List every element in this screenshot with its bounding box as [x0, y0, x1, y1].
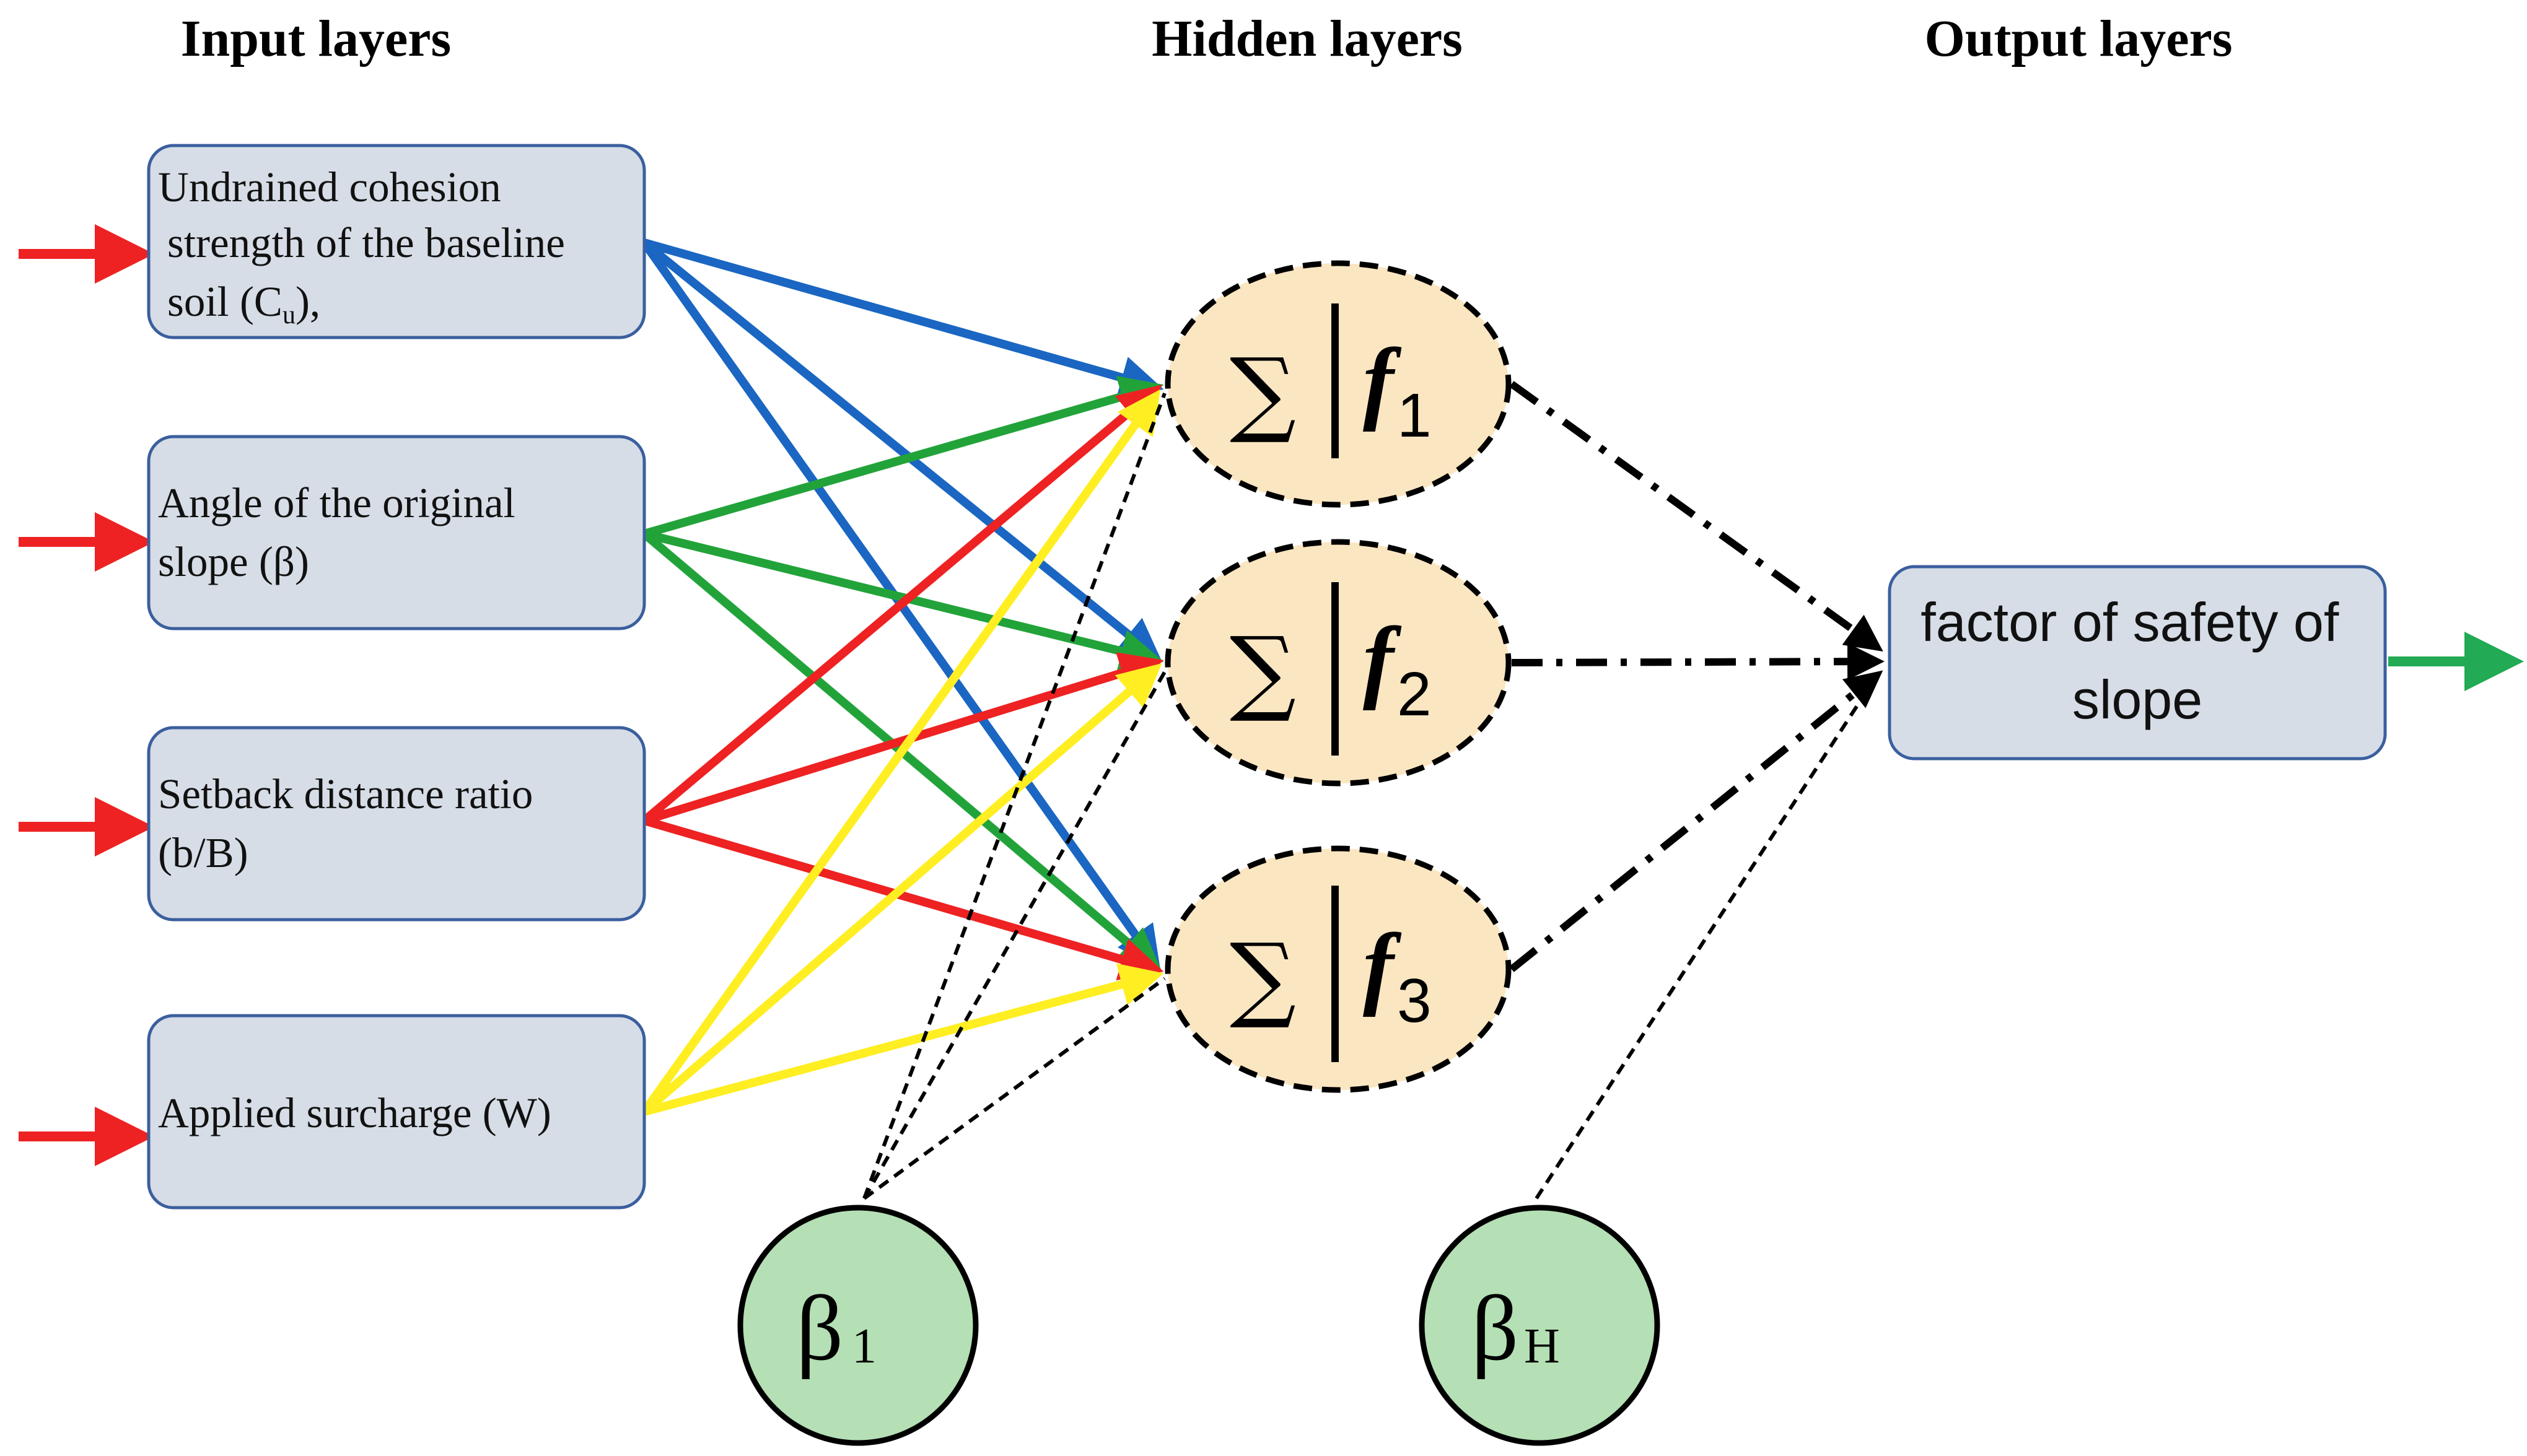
hidden-node-1: ∑ f 1 — [1165, 260, 1512, 508]
edge-red-1 — [641, 384, 1162, 824]
edge-blue-1 — [643, 238, 1164, 399]
output-line-2: slope — [2072, 669, 2202, 730]
input-node-4: Applied surcharge (W) — [147, 1014, 646, 1210]
input-3-line-2: (b/B) — [158, 829, 248, 876]
input-node-3: Setback distance ratio (b/B) — [147, 726, 646, 922]
bias-node-1: β 1 — [737, 1205, 979, 1446]
hidden-2-index: 2 — [1397, 660, 1432, 729]
input-arrows — [19, 224, 154, 1166]
bias-1-subscript: 1 — [852, 1319, 877, 1374]
bias-1-edge-3 — [863, 977, 1166, 1200]
svg-text:Undrained cohesion stren: Undrained cohesion strength of the basel… — [158, 163, 576, 329]
bias-h-edge — [1535, 674, 1879, 1200]
hidden-output-edges — [1509, 381, 1885, 972]
output-node: factor of safety of slope — [1888, 565, 2387, 761]
input-hidden-edges — [641, 238, 1164, 1116]
input-2-line-2: slope (β) — [158, 538, 309, 585]
hidden-node-3: ∑ f 3 — [1165, 845, 1512, 1093]
edge-green-2 — [643, 530, 1164, 673]
edge-green-1 — [643, 375, 1164, 538]
edge-blue-2 — [641, 239, 1162, 662]
svg-text:factor of safety of slop: factor of safety of slope — [1920, 591, 2354, 730]
bias-node-h: β H — [1419, 1205, 1660, 1446]
input-node-2: Angle of the original slope (β) — [147, 435, 646, 630]
edge-hidden-3-output — [1509, 670, 1883, 972]
hidden-3-sigma: ∑ — [1230, 924, 1296, 1032]
bias-h-symbol: β — [1471, 1277, 1518, 1380]
hidden-node-2: ∑ f 2 — [1165, 539, 1512, 787]
input-1-tail: ), — [296, 278, 320, 325]
svg-text:Applied surcharge (W): Applied surcharge (W) — [158, 1089, 551, 1136]
bias-1-edges — [862, 392, 1167, 1200]
bias-1-edge-2 — [862, 671, 1167, 1200]
edge-hidden-1-output — [1509, 381, 1883, 652]
input-1-line-2: strength of the baseline — [167, 219, 565, 266]
input-1-subscript: u — [282, 301, 296, 329]
hidden-layers-header: Hidden layers — [1152, 10, 1463, 68]
edge-yellow-2 — [641, 663, 1162, 1115]
input-layers-header: Input layers — [181, 10, 451, 68]
input-3-line-1: Setback distance ratio — [158, 770, 533, 817]
input-node-1: Undrained cohesion strength of the basel… — [147, 144, 646, 339]
edge-yellow-1 — [641, 389, 1161, 1115]
edge-hidden-2-output — [1511, 643, 1885, 681]
input-4-line-1: Applied surcharge (W) — [158, 1089, 551, 1136]
output-line-1: factor of safety of — [1920, 591, 2339, 653]
input-1-line-1: Undrained cohesion — [158, 163, 501, 211]
hidden-2-sigma: ∑ — [1230, 617, 1296, 725]
hidden-1-index: 1 — [1397, 381, 1432, 450]
output-layers-header: Output layers — [1924, 10, 2232, 68]
hidden-3-index: 3 — [1397, 966, 1432, 1035]
svg-text:Setback distance ratio (: Setback distance ratio (b/B) — [158, 770, 544, 876]
hidden-1-sigma: ∑ — [1230, 339, 1296, 447]
svg-text:Angle of the original sl: Angle of the original slope (β) — [158, 479, 526, 585]
input-2-line-1: Angle of the original — [158, 479, 515, 526]
input-1-line-3: soil (C — [167, 278, 282, 325]
bias-1-edge-1 — [862, 392, 1167, 1200]
bias-1-symbol: β — [796, 1277, 843, 1380]
edge-yellow-3 — [643, 963, 1164, 1116]
edge-red-2 — [642, 652, 1164, 825]
bias-h-subscript: H — [1524, 1319, 1560, 1374]
